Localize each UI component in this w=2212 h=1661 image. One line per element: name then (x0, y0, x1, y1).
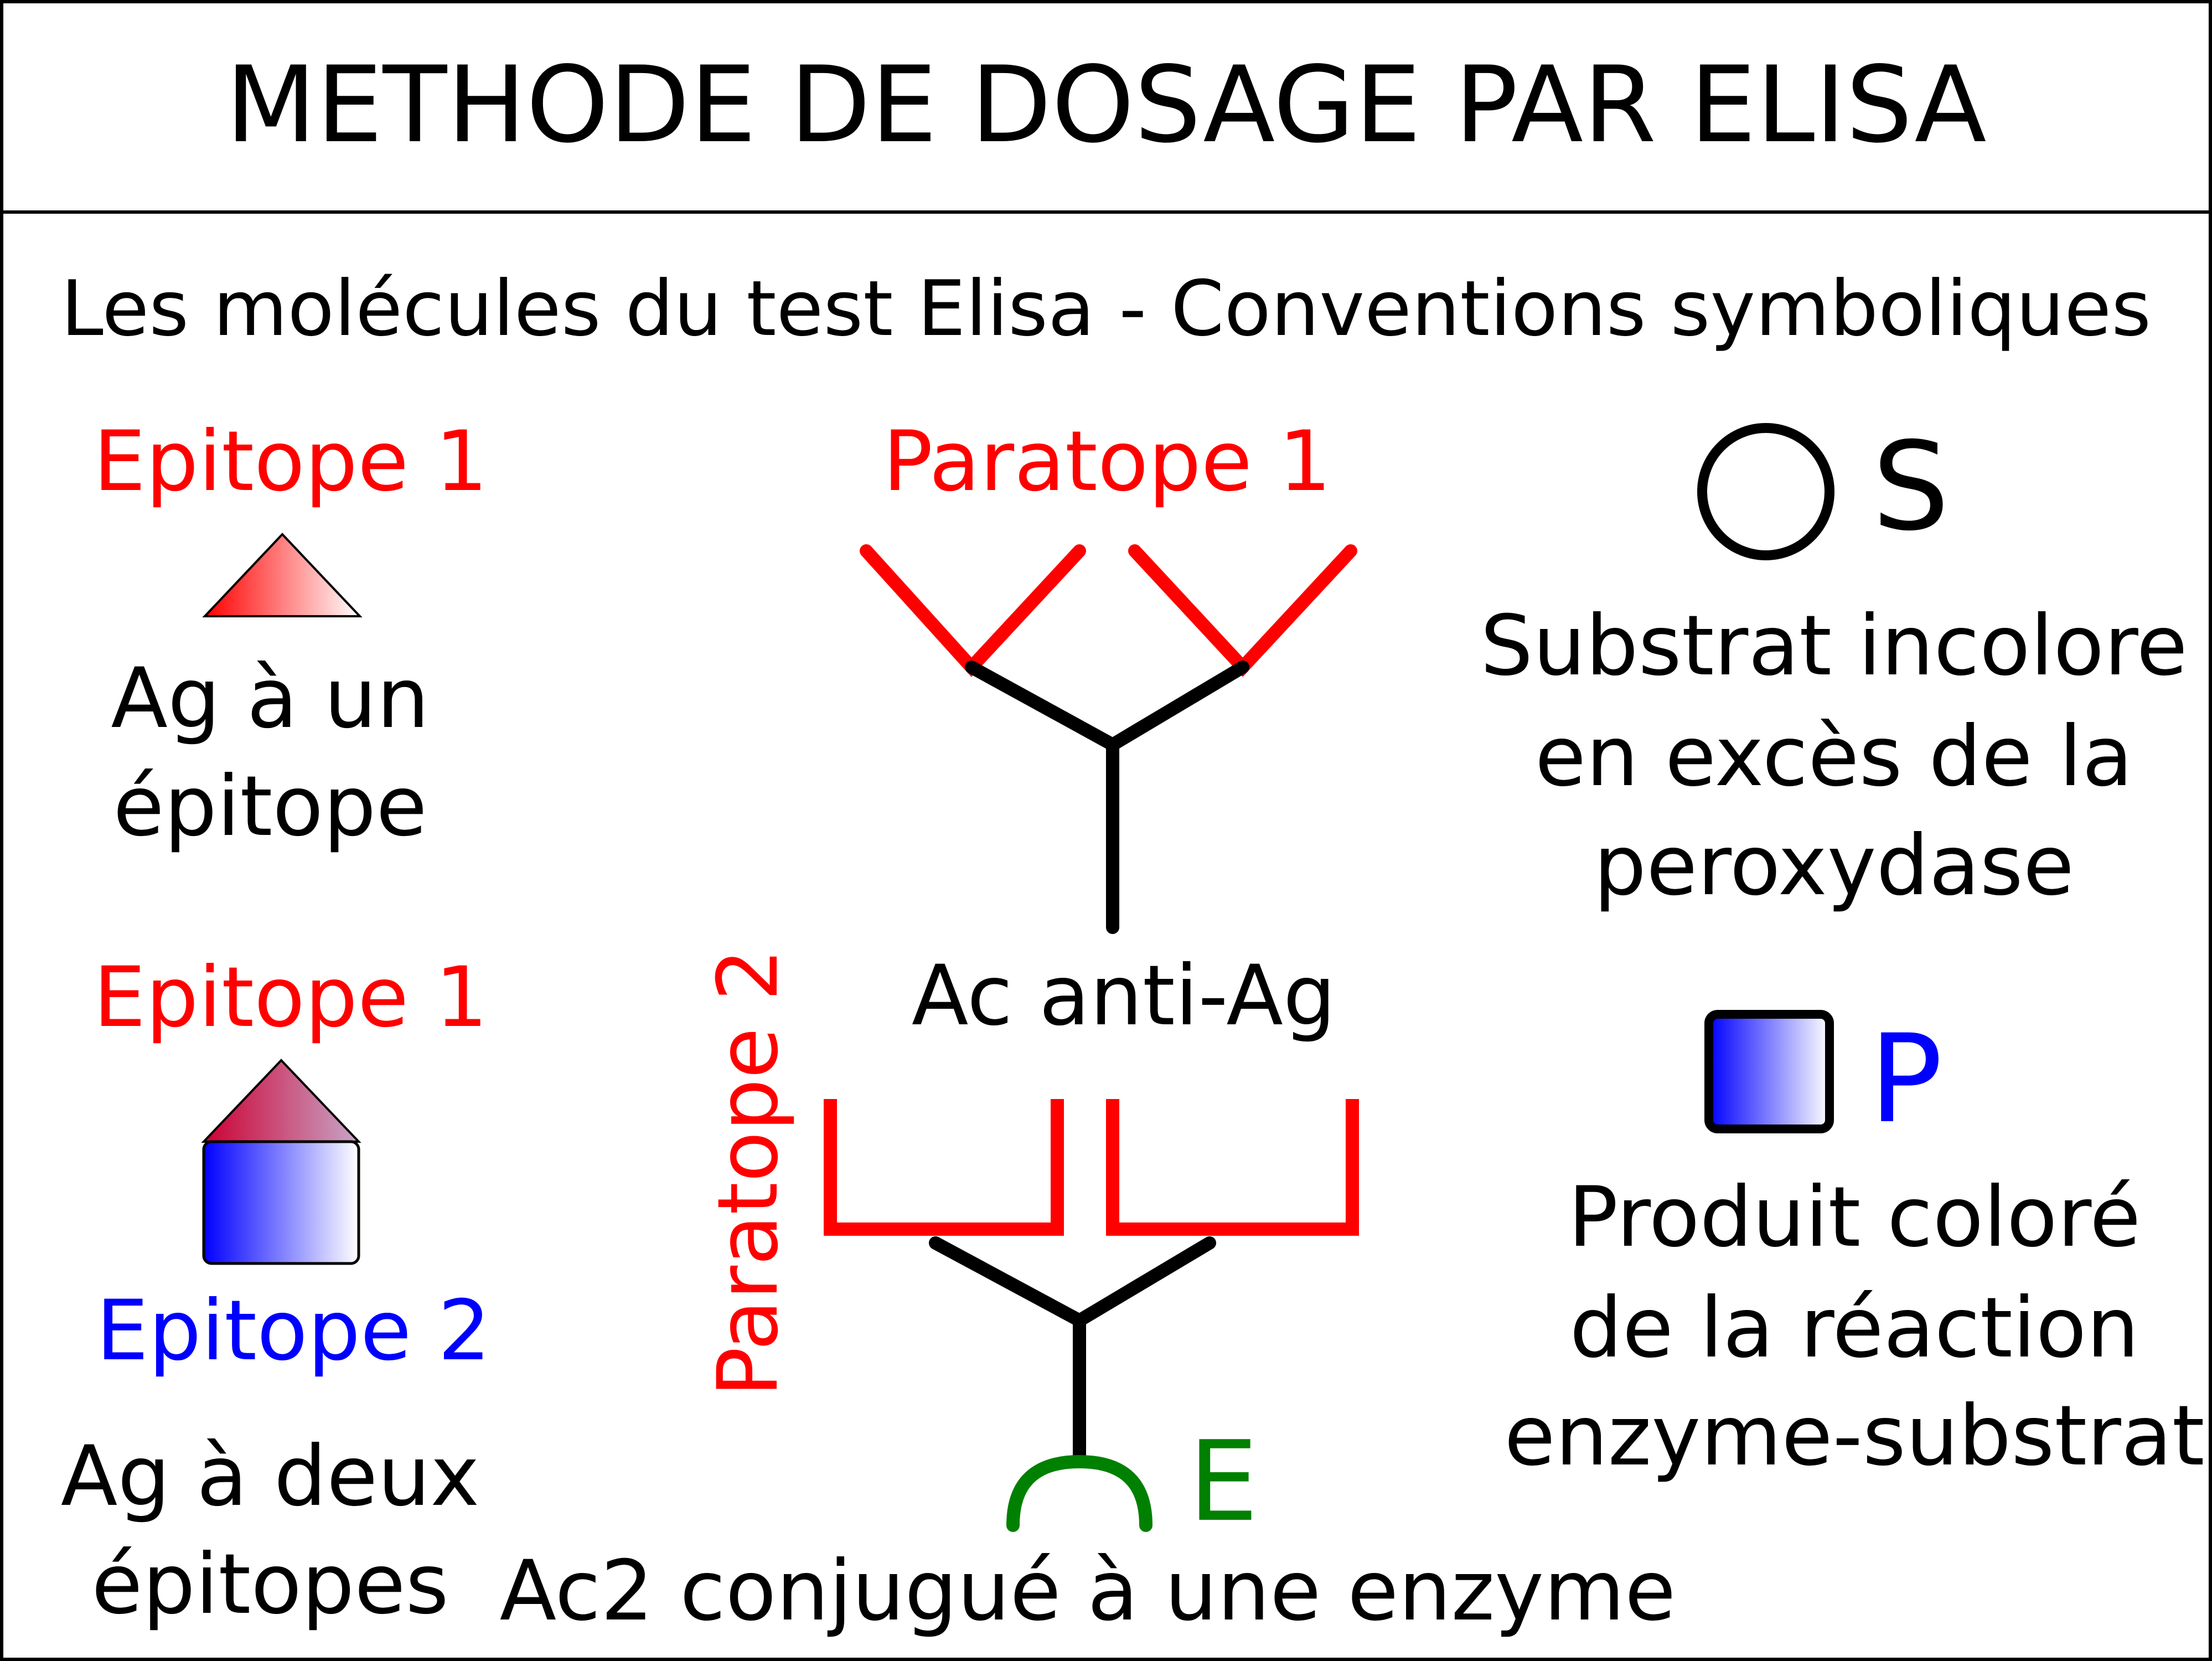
substrate-symbol: S (1872, 416, 1950, 558)
single-epitope-triangle-icon (202, 533, 363, 617)
product-symbol: P (1869, 1008, 1943, 1150)
product-caption-line2: de la réaction (1570, 1280, 2139, 1376)
enzyme-arc-icon (1006, 1454, 1152, 1532)
product-square-icon (1704, 1010, 1834, 1133)
epitope-1-label-bottom: Epitope 1 (94, 950, 488, 1046)
paratope-1-label: Paratope 1 (883, 414, 1331, 510)
epitope-1-label-top: Epitope 1 (94, 414, 488, 510)
product-caption-line1: Produit coloré (1568, 1169, 2141, 1266)
conjugate-antibody-icon (824, 1099, 1359, 1468)
antigen-two-caption-line1: Ag à deux (61, 1428, 479, 1525)
substrate-circle-icon (1697, 423, 1834, 560)
substrate-caption-line1: Substrat incolore (1480, 598, 2188, 694)
conjugate-caption: Ac2 conjugué à une enzyme (500, 1543, 1676, 1639)
antigen-two-caption-line2: épitopes (91, 1536, 448, 1633)
enzyme-symbol: E (1188, 1417, 1258, 1546)
product-caption-line3: enzyme-substrat (1504, 1388, 2204, 1484)
page-subtitle: Les molécules du test Elisa - Convention… (61, 264, 2151, 353)
antigen-one-caption-line1: Ag à un (111, 651, 429, 747)
antibody-caption: Ac anti-Ag (912, 948, 1336, 1044)
antigen-one-caption-line2: épitope (113, 759, 427, 855)
epitope-2-label: Epitope 2 (96, 1283, 491, 1379)
two-epitope-body-icon (202, 1140, 360, 1265)
paratope-2-label: Paratope 2 (700, 948, 797, 1397)
antibody-y-icon (860, 544, 1357, 934)
substrate-caption-line3: peroxydase (1594, 818, 2074, 914)
substrate-caption-line2: en excès de la (1535, 709, 2133, 805)
page-title: METHODE DE DOSAGE PAR ELISA (225, 44, 1986, 166)
